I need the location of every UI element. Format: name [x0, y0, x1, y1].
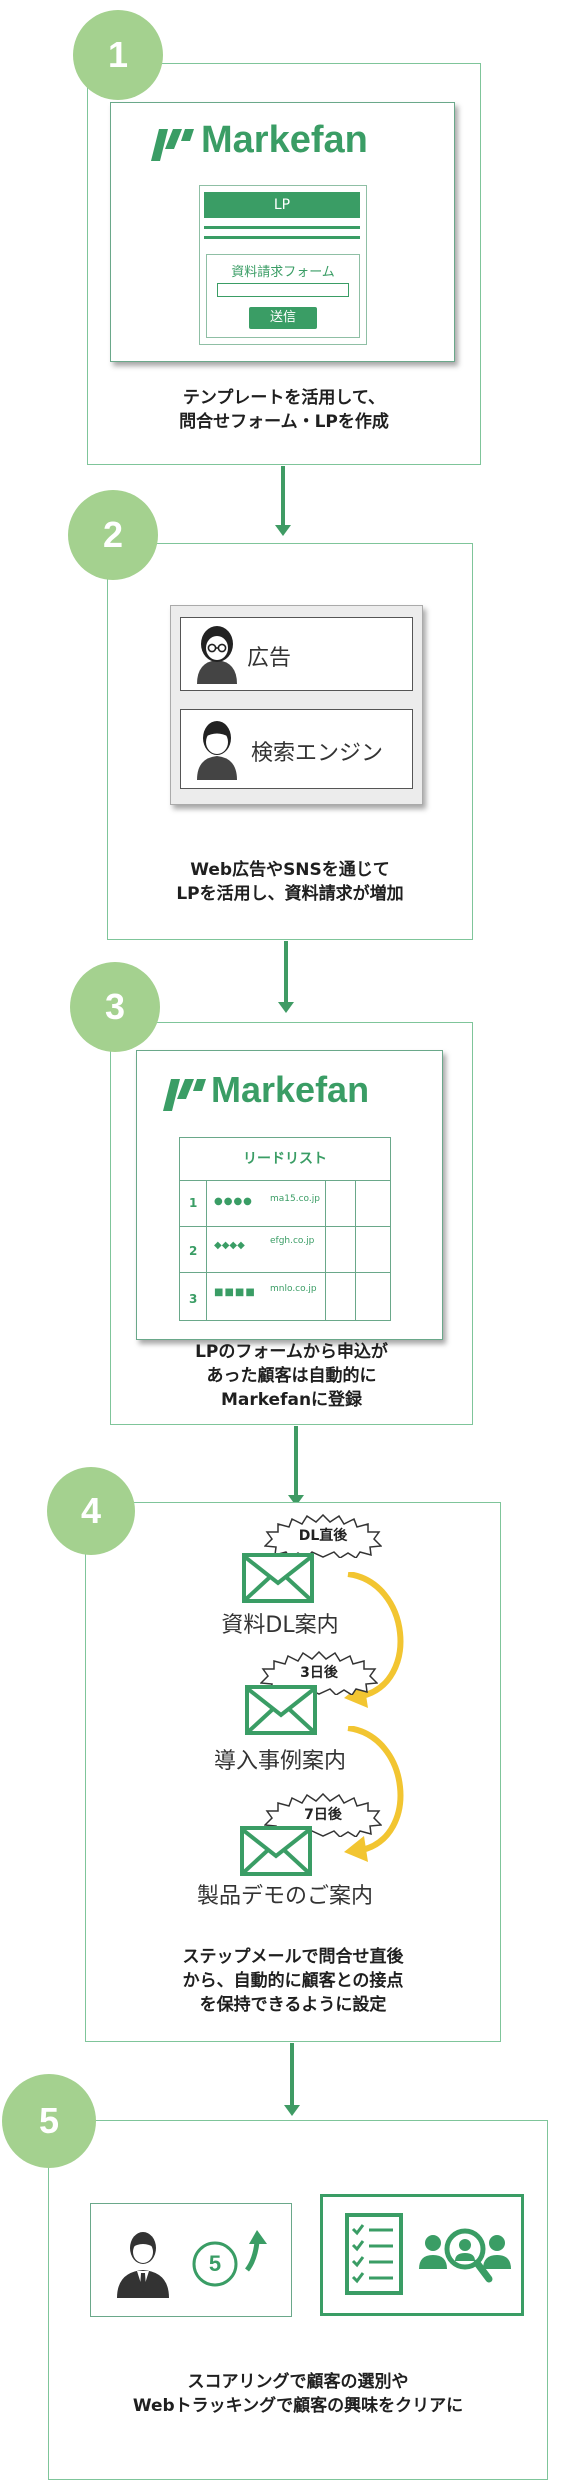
step-2-number: 2: [68, 490, 158, 580]
channel-ad-label: 広告: [247, 646, 292, 671]
businessman-icon: [117, 2232, 169, 2298]
row-number: 2: [189, 1244, 198, 1258]
markefan-logo-text: Markefan: [201, 119, 368, 161]
row-domain: efgh.co.jp: [270, 1236, 315, 1246]
markefan-logo-mark: [151, 129, 194, 161]
table-divider-h2: [180, 1272, 390, 1273]
trend-up-arrow-icon: [244, 2230, 267, 2272]
row-domain: ma15.co.jp: [270, 1194, 320, 1204]
connector-3-4: [294, 1426, 298, 1496]
channel-search-label: 検索エンジン: [251, 741, 384, 766]
mail-1-badge-label: DL直後: [298, 1528, 348, 1544]
table-row: 2 ◆◆◆◆ efgh.co.jp: [180, 1226, 390, 1272]
mail-3-badge-label: 7日後: [304, 1807, 342, 1823]
table-row: 3 ■■■■ mnlo.co.jp: [180, 1272, 390, 1318]
lead-list-title: リードリスト: [180, 1138, 390, 1181]
row-mark: ■■■■: [214, 1287, 256, 1298]
mail-2-badge-label: 3日後: [300, 1665, 338, 1681]
channel-card: 広告 検索エンジン: [170, 605, 423, 805]
email-icon: [242, 1553, 314, 1603]
lead-list-card: Markefan リードリスト 1 ●●●● ma15.co.jp 2 ◆◆◆◆…: [136, 1050, 443, 1340]
email-icon: [240, 1826, 312, 1876]
markefan-logo-mark: [163, 1079, 206, 1111]
request-form-box: 資料請求フォーム 送信: [206, 254, 360, 338]
lead-list-table: リードリスト 1 ●●●● ma15.co.jp 2 ◆◆◆◆ efgh.co.…: [179, 1137, 391, 1321]
connector-4-5: [290, 2043, 294, 2106]
connector-2-3: [284, 941, 288, 1003]
row-mark: ●●●●: [214, 1196, 253, 1207]
mail-2-label: 導入事例案内: [213, 1749, 346, 1774]
man-avatar-icon: [197, 721, 237, 780]
arrowhead-4-5: [284, 2105, 300, 2116]
user-search-icon: [419, 2228, 511, 2283]
table-divider-h1: [180, 1226, 390, 1227]
step-5-number: 5: [2, 2074, 96, 2168]
step-2-caption: Web広告やSNSを通じて LPを活用し、資料請求が増加: [176, 860, 404, 904]
row-number: 1: [189, 1196, 198, 1210]
table-row: 1 ●●●● ma15.co.jp: [180, 1180, 390, 1226]
channel-item-ad: 広告: [180, 617, 413, 691]
request-form-title: 資料請求フォーム: [231, 265, 335, 280]
table-divider-v1: [206, 1180, 207, 1320]
request-form-input[interactable]: [217, 283, 349, 297]
markefan-logo-text: Markefan: [211, 1069, 370, 1110]
table-divider-v3: [355, 1180, 356, 1320]
row-mark: ◆◆◆◆: [214, 1240, 245, 1251]
checklist-icon: [345, 2213, 403, 2295]
burst-badge-icon: [264, 1514, 382, 1558]
step-3-number: 3: [70, 962, 160, 1052]
step-1-number: 1: [73, 10, 163, 100]
arrowhead-3-4: [288, 1495, 304, 1506]
step-3-caption: LPのフォームから申込が あった顧客は自動的に Markefanに登録: [195, 1342, 388, 1410]
channel-item-search: 検索エンジン: [180, 709, 413, 789]
table-divider-v2: [325, 1180, 326, 1320]
email-icon: [245, 1685, 317, 1735]
lp-header: LP: [204, 192, 360, 218]
score-circle-icon: [192, 2241, 238, 2287]
connector-1-2: [281, 466, 285, 526]
send-button[interactable]: 送信: [249, 307, 317, 329]
arrowhead-2-3: [278, 1002, 294, 1013]
mail-1-label: 資料DL案内: [221, 1613, 339, 1638]
lp-mockup: LP 資料請求フォーム 送信: [199, 185, 367, 345]
tracking-box: [320, 2194, 524, 2316]
scoring-box: 5: [90, 2203, 292, 2317]
burst-badge-icon: [260, 1651, 378, 1695]
mail-3-label: 製品デモのご案内: [196, 1884, 373, 1909]
step-4-caption: ステップメールで問合せ直後 から、自動的に顧客との接点 を保持できるように設定: [182, 1947, 404, 2015]
lp-line-2: [204, 236, 360, 239]
row-domain: mnlo.co.jp: [270, 1284, 317, 1294]
step-1-caption: テンプレートを活用して、 問合せフォーム・LPを作成: [179, 388, 389, 432]
arrowhead-1-2: [275, 525, 291, 536]
markefan-logo: Markefan: [149, 119, 429, 165]
woman-avatar-icon: [197, 626, 237, 684]
score-value: 5: [208, 2251, 222, 2276]
step-4-number: 4: [47, 1467, 135, 1555]
row-number: 3: [189, 1292, 198, 1306]
markefan-logo: Markefan: [161, 1069, 431, 1117]
markefan-form-card: Markefan LP 資料請求フォーム 送信: [110, 102, 455, 362]
step-5-caption: スコアリングで顧客の選別や Webトラッキングで顧客の興味をクリアに: [132, 2372, 464, 2416]
lp-line-1: [204, 226, 360, 229]
step-arrow-2: [344, 1726, 404, 1862]
